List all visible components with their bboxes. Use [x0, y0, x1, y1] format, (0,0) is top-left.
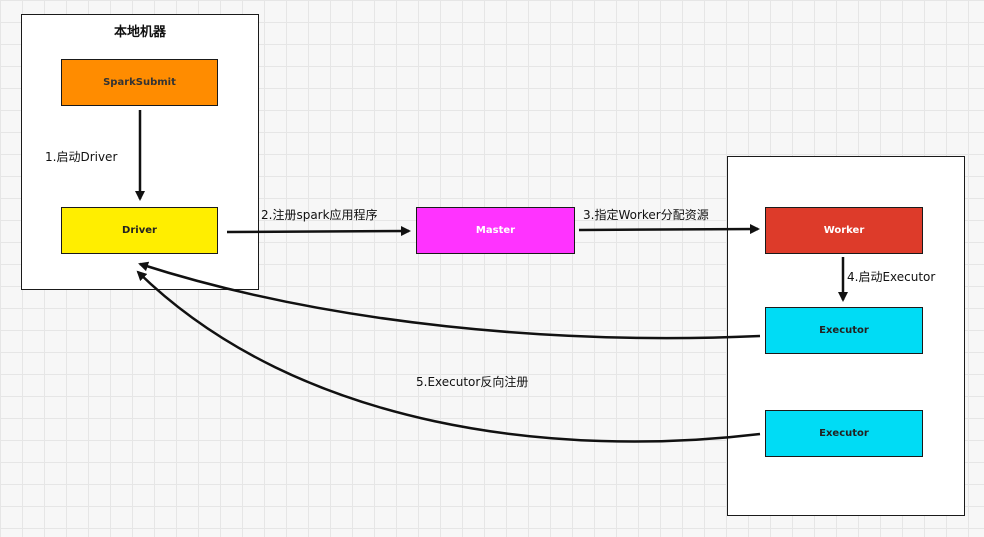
- label-start-driver: 1.启动Driver: [45, 150, 118, 164]
- sparksubmit-node: SparkSubmit: [61, 59, 218, 106]
- label-start-executor: 4.启动Executor: [847, 270, 936, 284]
- label-assign-worker: 3.指定Worker分配资源: [583, 208, 709, 222]
- label-reverse-register: 5.Executor反向注册: [416, 375, 529, 389]
- worker-node: Worker: [765, 207, 923, 254]
- driver-node: Driver: [61, 207, 218, 254]
- arrow-executor2-to-driver: [136, 270, 761, 443]
- arrow-executor1-to-driver: [138, 261, 761, 340]
- master-node: Master: [416, 207, 575, 254]
- arrow-master-to-worker: [578, 224, 760, 235]
- arrow-driver-to-master: [226, 226, 411, 237]
- local-machine-title: 本地机器: [113, 25, 166, 40]
- executor-node-2: Executor: [765, 410, 923, 457]
- label-register-app: 2.注册spark应用程序: [261, 208, 378, 222]
- executor-node-1: Executor: [765, 307, 923, 354]
